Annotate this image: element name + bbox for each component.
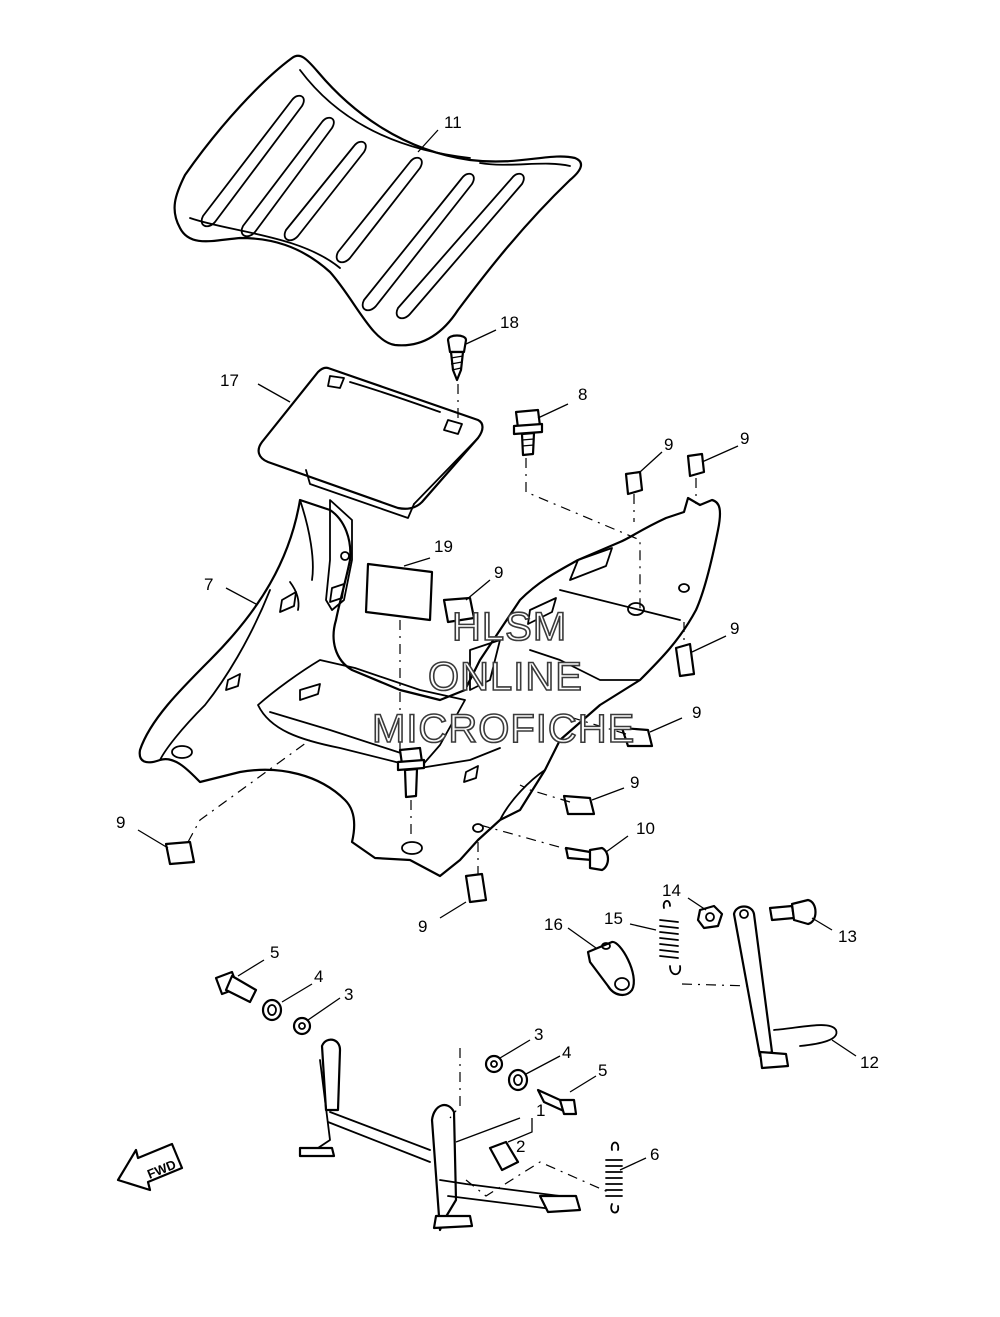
fwd-direction-arrow: FWD bbox=[116, 1142, 184, 1192]
part-spring-15 bbox=[659, 900, 682, 976]
part-pad-19 bbox=[364, 562, 434, 622]
part-bolt-5-upper bbox=[214, 970, 258, 1004]
part-footrest-mat bbox=[173, 54, 583, 347]
part-floor-bolt bbox=[396, 746, 426, 799]
callout-9-g: 9 bbox=[116, 813, 125, 832]
callout-5-lower: 5 bbox=[598, 1061, 607, 1080]
watermark-line-2: ONLINE bbox=[428, 655, 583, 699]
part-clip-nuts bbox=[164, 452, 706, 904]
callout-1: 1 bbox=[536, 1101, 545, 1120]
callout-15: 15 bbox=[604, 909, 623, 928]
part-bolt-8 bbox=[512, 408, 544, 457]
callout-labels: 1 2 3 3 4 4 5 5 6 7 8 9 9 9 9 9 9 9 9 10… bbox=[116, 113, 879, 1164]
part-washer-3-upper bbox=[292, 1016, 312, 1036]
part-side-stand bbox=[732, 905, 838, 1070]
callout-14: 14 bbox=[662, 881, 681, 900]
part-bracket-16 bbox=[586, 940, 635, 996]
part-bolt-13 bbox=[768, 898, 817, 926]
callout-10: 10 bbox=[636, 819, 655, 838]
part-screw-10 bbox=[564, 846, 610, 872]
callout-4-lower: 4 bbox=[562, 1043, 571, 1062]
callout-7: 7 bbox=[204, 575, 213, 594]
part-battery-cover bbox=[257, 366, 484, 519]
callout-18: 18 bbox=[500, 313, 519, 332]
watermark: HLSM ONLINE MICROFICHE bbox=[371, 604, 635, 752]
callout-12: 12 bbox=[860, 1053, 879, 1072]
part-screw-18 bbox=[446, 334, 468, 382]
callout-6: 6 bbox=[650, 1145, 659, 1164]
part-bolt-5-lower bbox=[536, 1088, 578, 1116]
callout-9-h: 9 bbox=[418, 917, 427, 936]
callout-9-a: 9 bbox=[664, 435, 673, 454]
callout-9-e: 9 bbox=[692, 703, 701, 722]
part-collar-4-lower bbox=[507, 1068, 529, 1092]
part-spring-6 bbox=[605, 1141, 623, 1214]
callout-11: 11 bbox=[444, 113, 462, 132]
callout-13: 13 bbox=[838, 927, 857, 946]
callout-3-lower: 3 bbox=[534, 1025, 543, 1044]
assembly-lines bbox=[187, 384, 751, 1197]
callout-4-upper: 4 bbox=[314, 967, 323, 986]
callout-9-c: 9 bbox=[494, 563, 503, 582]
callout-17: 17 bbox=[220, 371, 239, 390]
callout-2: 2 bbox=[516, 1137, 525, 1156]
callout-5-upper: 5 bbox=[270, 943, 279, 962]
callout-3-upper: 3 bbox=[344, 985, 353, 1004]
watermark-line-3: MICROFICHE bbox=[372, 707, 635, 751]
part-footrest-board bbox=[138, 496, 722, 878]
leader-lines bbox=[137, 129, 857, 1171]
part-washer-3-lower bbox=[484, 1054, 504, 1074]
callout-9-f: 9 bbox=[630, 773, 639, 792]
part-nut-14 bbox=[696, 904, 724, 930]
watermark-line-1: HLSM bbox=[452, 605, 567, 649]
callout-9-b: 9 bbox=[740, 429, 749, 448]
callout-9-d: 9 bbox=[730, 619, 739, 638]
callout-16: 16 bbox=[544, 915, 563, 934]
callout-19: 19 bbox=[434, 537, 453, 556]
callout-8: 8 bbox=[578, 385, 587, 404]
part-collar-2 bbox=[488, 1140, 520, 1172]
part-main-stand bbox=[298, 1038, 582, 1232]
part-collar-4-upper bbox=[261, 998, 283, 1022]
